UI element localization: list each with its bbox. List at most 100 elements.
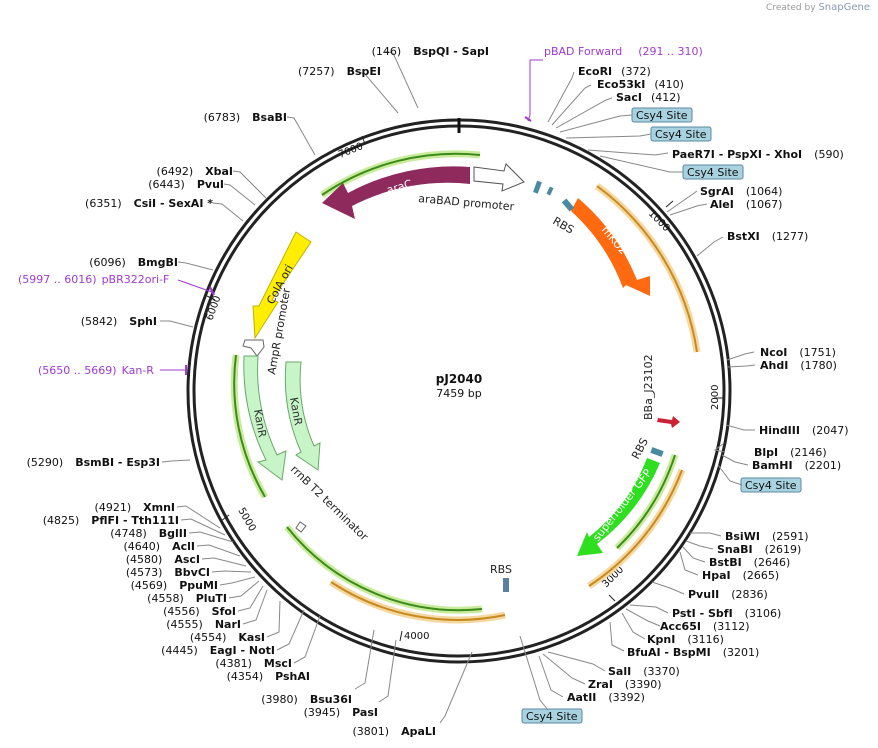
site-blpi-name: BlpI — [754, 446, 778, 459]
site-ppumi-name: PpuMI — [179, 579, 218, 592]
site-zrai-name: ZraI — [588, 678, 613, 691]
feature-kanr2-arrow — [284, 361, 321, 471]
site-blpi: BlpI (2146) — [754, 446, 827, 459]
site-bsmbi: (5290)BsmBI - Esp3I — [27, 456, 160, 469]
site-apali-name: ApaLI — [401, 725, 436, 738]
feature-arabad-label: araBAD promoter — [418, 192, 515, 213]
primer-pbad-forward-range: (291 .. 310) — [638, 45, 703, 58]
site-bstbi: BstBI(2646) — [709, 556, 790, 569]
feature-rbs3-mark — [503, 578, 509, 592]
site-bsu36i-pos: (3980) — [261, 693, 298, 706]
site-bglii-name: BglII — [159, 527, 187, 540]
site-bfuai: BfuAI - BspMI(3201) — [627, 646, 759, 659]
primer-pbr322-leader — [177, 279, 213, 293]
site-asci: (4580)AscI — [126, 553, 200, 566]
site-pluti: (4558)PluTI — [147, 592, 227, 605]
site-bmgbi-pos: (6096) — [89, 256, 126, 269]
site-pasi-pos: (3945) — [304, 706, 341, 719]
primer-kanr-label: (5650 .. 5669)Kan-R — [38, 364, 154, 377]
csy4-site-1: Csy4 Site — [631, 107, 693, 123]
site-pshai-pos: (4354) — [227, 670, 264, 683]
site-eco53ki-pos: (410) — [654, 78, 684, 91]
plasmid-name: pJ2040 — [436, 372, 482, 386]
site-bamhi-name: BamHI — [752, 459, 793, 472]
site-acli-pos: (4640) — [124, 540, 161, 553]
site-acc65i-pos: (3112) — [713, 620, 750, 633]
snapgene-credit: Created by SnapGene — [766, 2, 870, 13]
site-saci: SacI(412) — [616, 91, 681, 104]
site-bsiwi-pos: (2591) — [772, 530, 809, 543]
primer-pbr322-label: (5997 .. 6016)pBR322ori-F — [18, 273, 169, 286]
green-arc-sfgfp-line — [616, 454, 676, 549]
site-snabi-pos: (2619) — [765, 543, 802, 556]
site-bbvci-name: BbvCI — [174, 566, 210, 579]
feature-bba-arrow — [657, 416, 680, 428]
plasmid-size: 7459 bp — [436, 387, 481, 400]
feature-rbs2-mark — [650, 447, 664, 457]
site-bamhi-pos: (2201) — [805, 459, 842, 472]
site-ecori: EcoRI(372) — [578, 65, 651, 78]
site-pflfi: (4825)PflFI - Tth111I — [43, 514, 179, 527]
site-psti: PstI - SbfI(3106) — [672, 607, 781, 620]
site-kpni-name: KpnI — [647, 633, 675, 646]
site-ncoi-name: NcoI — [760, 346, 787, 359]
site-bstxi-pos: (1277) — [772, 230, 809, 243]
primer-kanr-range: (5650 .. 5669) — [38, 364, 117, 377]
site-bspqi-pos: (146) — [372, 45, 402, 58]
feature-kanr1-arrow — [243, 355, 287, 481]
site-zrai-pos: (3390) — [625, 678, 662, 691]
site-hindiii-name: HindIII — [759, 424, 800, 437]
csy4-site-1-label: Csy4 Site — [636, 109, 688, 122]
site-bfuai-pos: (3201) — [723, 646, 760, 659]
tick-4000: 4000 — [404, 631, 429, 642]
site-bstbi-name: BstBI — [709, 556, 742, 569]
site-psti-pos: (3106) — [745, 607, 782, 620]
site-ahdi-pos: (1780) — [800, 359, 837, 372]
site-xbai-pos: (6492) — [157, 165, 194, 178]
feature-arabad-arrow — [473, 163, 525, 192]
site-bglii-pos: (4748) — [110, 527, 147, 540]
site-hindiii-pos: (2047) — [812, 424, 849, 437]
feature-cola-arrow — [252, 231, 312, 340]
site-csii-pos: (6351) — [85, 197, 122, 210]
site-eagi-pos: (4445) — [161, 644, 198, 657]
site-sfoi-pos: (4556) — [163, 605, 200, 618]
green-arc-kanr-line — [233, 354, 266, 498]
site-bspei-pos: (7257) — [298, 65, 335, 78]
site-ahdi: AhdI(1780) — [760, 359, 837, 372]
site-sgrai-name: SgrAI — [700, 185, 734, 198]
site-bstxi-name: BstXI — [727, 230, 760, 243]
site-blpi-pos: (2146) — [790, 446, 827, 459]
site-xbai: (6492)XbaI — [157, 165, 233, 178]
site-aatii: AatII(3392) — [567, 691, 645, 704]
site-ncoi: NcoI(1751) — [760, 346, 836, 359]
site-hindiii: HindIII (2047) — [759, 424, 849, 437]
site-pshai-name: PshAI — [275, 670, 310, 683]
orange-arc-sfgfp-line — [588, 469, 683, 587]
csy4-site-3-label: Csy4 Site — [687, 166, 739, 179]
site-bbvci: (4573)BbvCI — [126, 566, 210, 579]
tick-1000: 1000 — [646, 208, 672, 234]
site-sphi: (5842)SphI — [81, 315, 157, 328]
site-ppumi-pos: (4569) — [131, 579, 168, 592]
site-pvuii: PvuII(2836) — [688, 588, 768, 601]
site-bsiwi: BsiWI(2591) — [725, 530, 809, 543]
site-sali-pos: (3370) — [643, 665, 680, 678]
site-nari-name: NarI — [215, 618, 241, 631]
site-hpai: HpaI(2665) — [702, 569, 779, 582]
primer-pbad-forward-tick — [524, 116, 532, 122]
site-bamhi: BamHI (2201) — [752, 459, 841, 472]
site-paer7i-pos: (590) — [814, 148, 844, 161]
csy4-site-5: Csy4 Site — [521, 708, 583, 724]
primer-pbr322-range: (5997 .. 6016) — [18, 273, 97, 286]
feature-small-mark-1 — [533, 180, 542, 194]
site-msci: (4381)MscI — [215, 657, 292, 670]
site-csii: (6351)CsiI - SexAI * — [85, 197, 213, 210]
site-pasi: (3945)PasI — [304, 706, 378, 719]
site-kpni-pos: (3116) — [687, 633, 724, 646]
feature-small-mark-2 — [546, 186, 554, 196]
feature-rbs1-mark — [561, 198, 575, 212]
site-pluti-pos: (4558) — [147, 592, 184, 605]
primer-pbr322-tick — [209, 286, 215, 296]
site-saci-pos: (412) — [651, 91, 681, 104]
